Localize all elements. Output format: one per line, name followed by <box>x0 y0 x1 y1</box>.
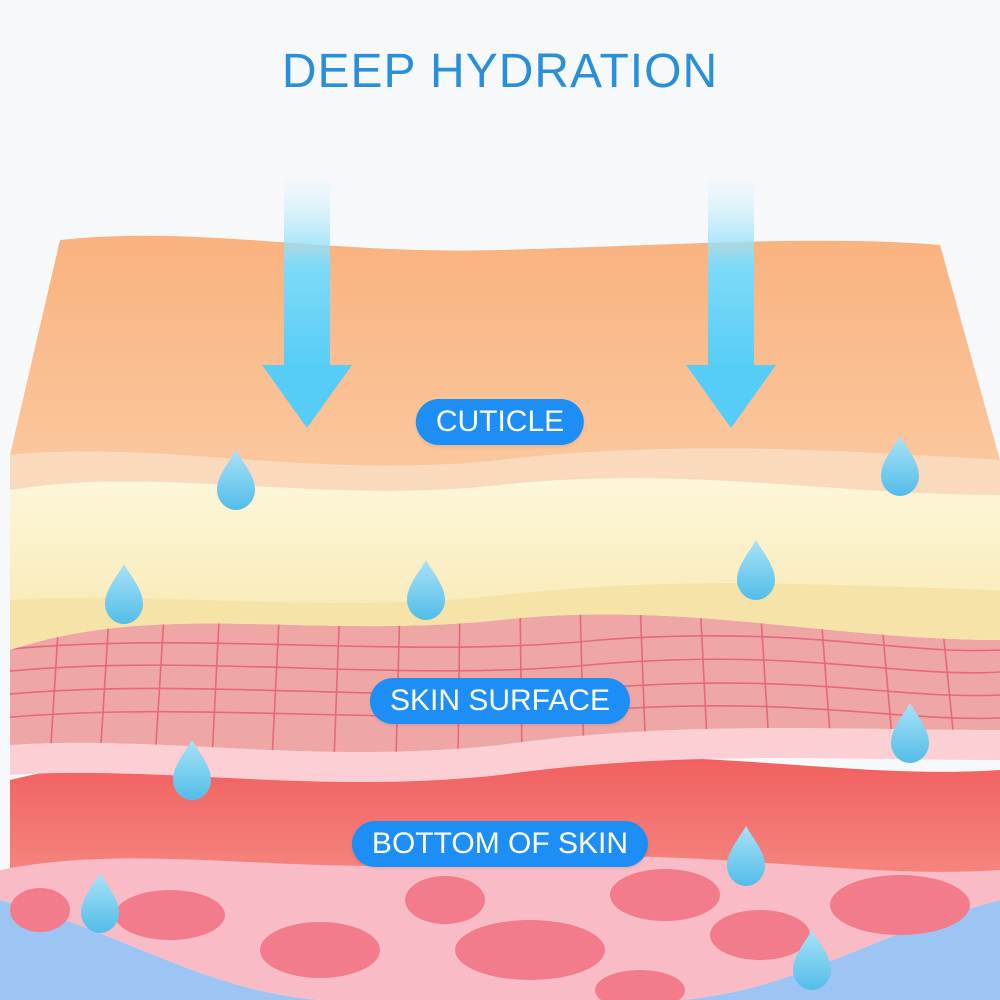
arrow-down-icon <box>686 180 776 428</box>
base-blue-layer <box>0 900 320 1000</box>
water-drop-icon <box>737 540 775 600</box>
yellow-layer <box>10 478 1000 604</box>
water-drop-icon <box>881 436 919 496</box>
bottom-of-skin-label: BOTTOM OF SKIN <box>351 821 649 867</box>
cuticle-label: CUTICLE <box>415 399 585 445</box>
cells-group <box>10 869 970 1000</box>
water-drops <box>81 436 929 990</box>
arrow-down-icon <box>262 180 352 428</box>
page-title: DEEP HYDRATION <box>281 45 719 98</box>
water-drop-icon <box>407 560 445 620</box>
surface-underside <box>10 728 1000 783</box>
water-drop-icon <box>727 826 765 886</box>
water-drop-icon <box>891 703 929 763</box>
water-drop-icon <box>173 740 211 800</box>
water-drop-icon <box>793 930 831 990</box>
water-drop-icon <box>81 873 119 933</box>
water-drop-icon <box>217 450 255 510</box>
water-drop-icon <box>105 564 143 624</box>
skin-surface-label: SKIN SURFACE <box>369 678 631 724</box>
base-blue-layer-right <box>680 900 1000 1000</box>
yellow-underside <box>10 583 1000 650</box>
cuticle-underside <box>10 448 1000 495</box>
